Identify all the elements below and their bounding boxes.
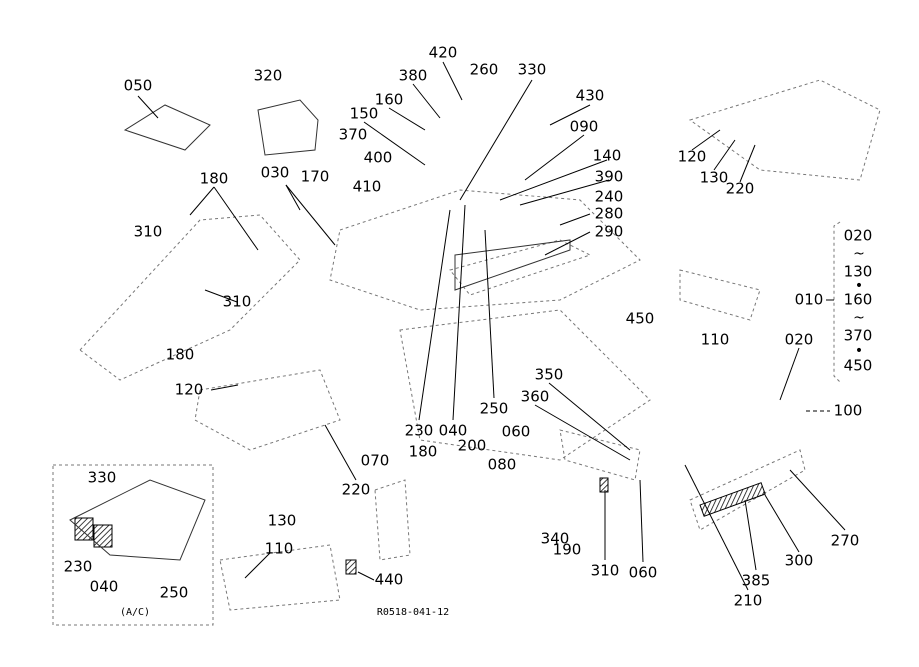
callout: 120	[678, 148, 707, 166]
callout: 430	[576, 87, 605, 105]
assembly-bracket	[833, 221, 841, 383]
callout: 340	[541, 530, 570, 548]
callout: 110	[265, 540, 294, 558]
callout: 030	[261, 164, 290, 182]
callout: 280	[595, 205, 624, 223]
callout: 380	[399, 67, 428, 85]
leader-lines	[137, 61, 846, 591]
callout: 370	[339, 126, 368, 144]
assembly-label: 010	[795, 291, 824, 309]
callout: 310	[591, 562, 620, 580]
range-item: 160	[844, 291, 873, 309]
callout: 410	[353, 178, 382, 196]
range-item: 450	[844, 357, 873, 375]
callout: 140	[593, 147, 622, 165]
ac-inset-box	[52, 464, 214, 626]
callout: 250	[480, 400, 509, 418]
callout: 130	[268, 512, 297, 530]
callout: 330	[518, 61, 547, 79]
callout: 070	[361, 452, 390, 470]
callout: 440	[375, 571, 404, 589]
callout: 420	[429, 44, 458, 62]
callout: 400	[364, 149, 393, 167]
machine-outline	[79, 79, 881, 611]
callout: 310	[223, 293, 252, 311]
range-bullet: •	[855, 343, 863, 359]
drawing-code: R0518-041-12	[377, 607, 449, 618]
range-bullet: •	[855, 278, 863, 294]
callout: 120	[175, 381, 204, 399]
callout: 385	[742, 572, 771, 590]
range-item: 370	[844, 327, 873, 345]
callout-labels: 050 320 420 260 330 380 160 430 150 090 …	[124, 44, 863, 610]
callout: 320	[254, 67, 283, 85]
range-tilde: ~	[853, 246, 865, 262]
callout: 100	[834, 402, 863, 420]
callout: 230	[64, 558, 93, 576]
callout: 040	[90, 578, 119, 596]
callout: 130	[700, 169, 729, 187]
range-item: 130	[844, 263, 873, 281]
callout: 310	[134, 223, 163, 241]
inset-callouts: 330 230 040 250 (A/C)	[64, 469, 189, 619]
callout: 330	[88, 469, 117, 487]
callout: 270	[831, 532, 860, 550]
callout: 150	[350, 105, 379, 123]
callout: 060	[629, 564, 658, 582]
inset-label: (A/C)	[120, 607, 150, 618]
callout: 080	[488, 456, 517, 474]
callout: 230	[405, 422, 434, 440]
callout: 220	[342, 481, 371, 499]
callout: 360	[521, 388, 550, 406]
callout: 050	[124, 77, 153, 95]
callout: 040	[439, 422, 468, 440]
callout: 110	[701, 331, 730, 349]
callout: 300	[785, 552, 814, 570]
callout: 220	[726, 180, 755, 198]
callout: 190	[553, 541, 582, 559]
callout: 260	[470, 61, 499, 79]
ac-panel	[69, 479, 206, 561]
callout: 060	[502, 423, 531, 441]
callout: 160	[375, 91, 404, 109]
callout: 250	[160, 584, 189, 602]
callout: 200	[458, 437, 487, 455]
range-item: 020	[844, 227, 873, 245]
callout: 180	[166, 346, 195, 364]
decals	[74, 477, 766, 575]
callout: 170	[301, 168, 330, 186]
callout: 390	[595, 168, 624, 186]
callout: 020	[785, 331, 814, 349]
callout: 240	[595, 188, 624, 206]
range-tilde: ~	[853, 310, 865, 326]
callout: 180	[200, 170, 229, 188]
callout: 450	[626, 310, 655, 328]
callout: 290	[595, 223, 624, 241]
assembly-group: 010 020 ~ 130 • 160 ~ 370 • 450	[795, 227, 873, 375]
callout: 350	[535, 366, 564, 384]
callout: 180	[409, 443, 438, 461]
callout: 210	[734, 592, 763, 610]
callout: 090	[570, 118, 599, 136]
